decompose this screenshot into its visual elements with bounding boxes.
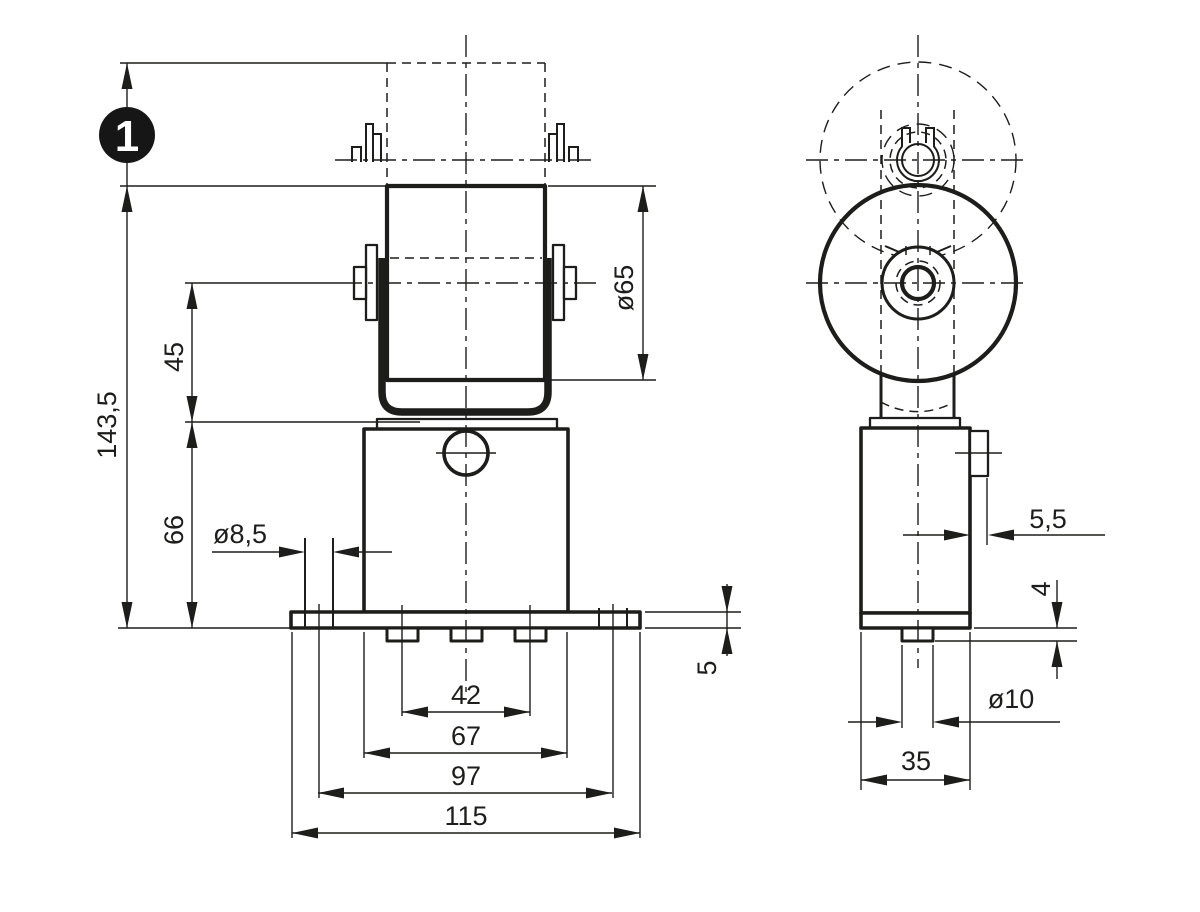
spring-clip-left — [351, 123, 382, 162]
dim-base-hole-diameter: ø8,5 — [213, 519, 267, 549]
phantom-clip-prongs — [901, 127, 935, 147]
item-badge-number: 1 — [115, 112, 139, 161]
strap-hidden-arc — [880, 401, 955, 413]
dim-pivot-to-base: 66 — [159, 515, 189, 545]
dim-pin-spacing: 42 — [451, 680, 481, 710]
dim-plate-thickness: 5 — [692, 660, 722, 675]
dim-axle-to-pivot: 45 — [159, 342, 189, 372]
dim-body-width: 67 — [451, 721, 481, 751]
item-badge: 1 — [99, 107, 155, 163]
u-bracket-strap — [378, 258, 552, 416]
dim-hole-spacing: 97 — [451, 761, 481, 791]
body-side — [859, 426, 972, 615]
dim-pin-diameter: ø10 — [988, 684, 1035, 714]
dim-pin-height: 4 — [1026, 581, 1056, 596]
side-view-dimensions: 5,5 4 ø10 35 — [848, 452, 1105, 790]
dim-tab-offset: 5,5 — [1029, 504, 1067, 534]
dim-overall-height: 143,5 — [92, 391, 122, 459]
front-view-dimensions: 143,5 45 66 ø8,5 ø65 5 42 67 97 115 — [92, 62, 741, 839]
clip-ticks — [884, 245, 952, 253]
dim-body-depth: 35 — [901, 746, 931, 776]
dim-base-width: 115 — [444, 801, 487, 831]
item-badge-circle — [99, 107, 155, 163]
phantom-clip-circle — [889, 131, 947, 189]
clip-hidden-prongs — [905, 246, 931, 257]
centerlines — [335, 35, 1028, 700]
base-plate-side — [859, 611, 972, 630]
spring-clip-right — [548, 123, 579, 162]
dim-roller-diameter: ø65 — [609, 265, 639, 312]
